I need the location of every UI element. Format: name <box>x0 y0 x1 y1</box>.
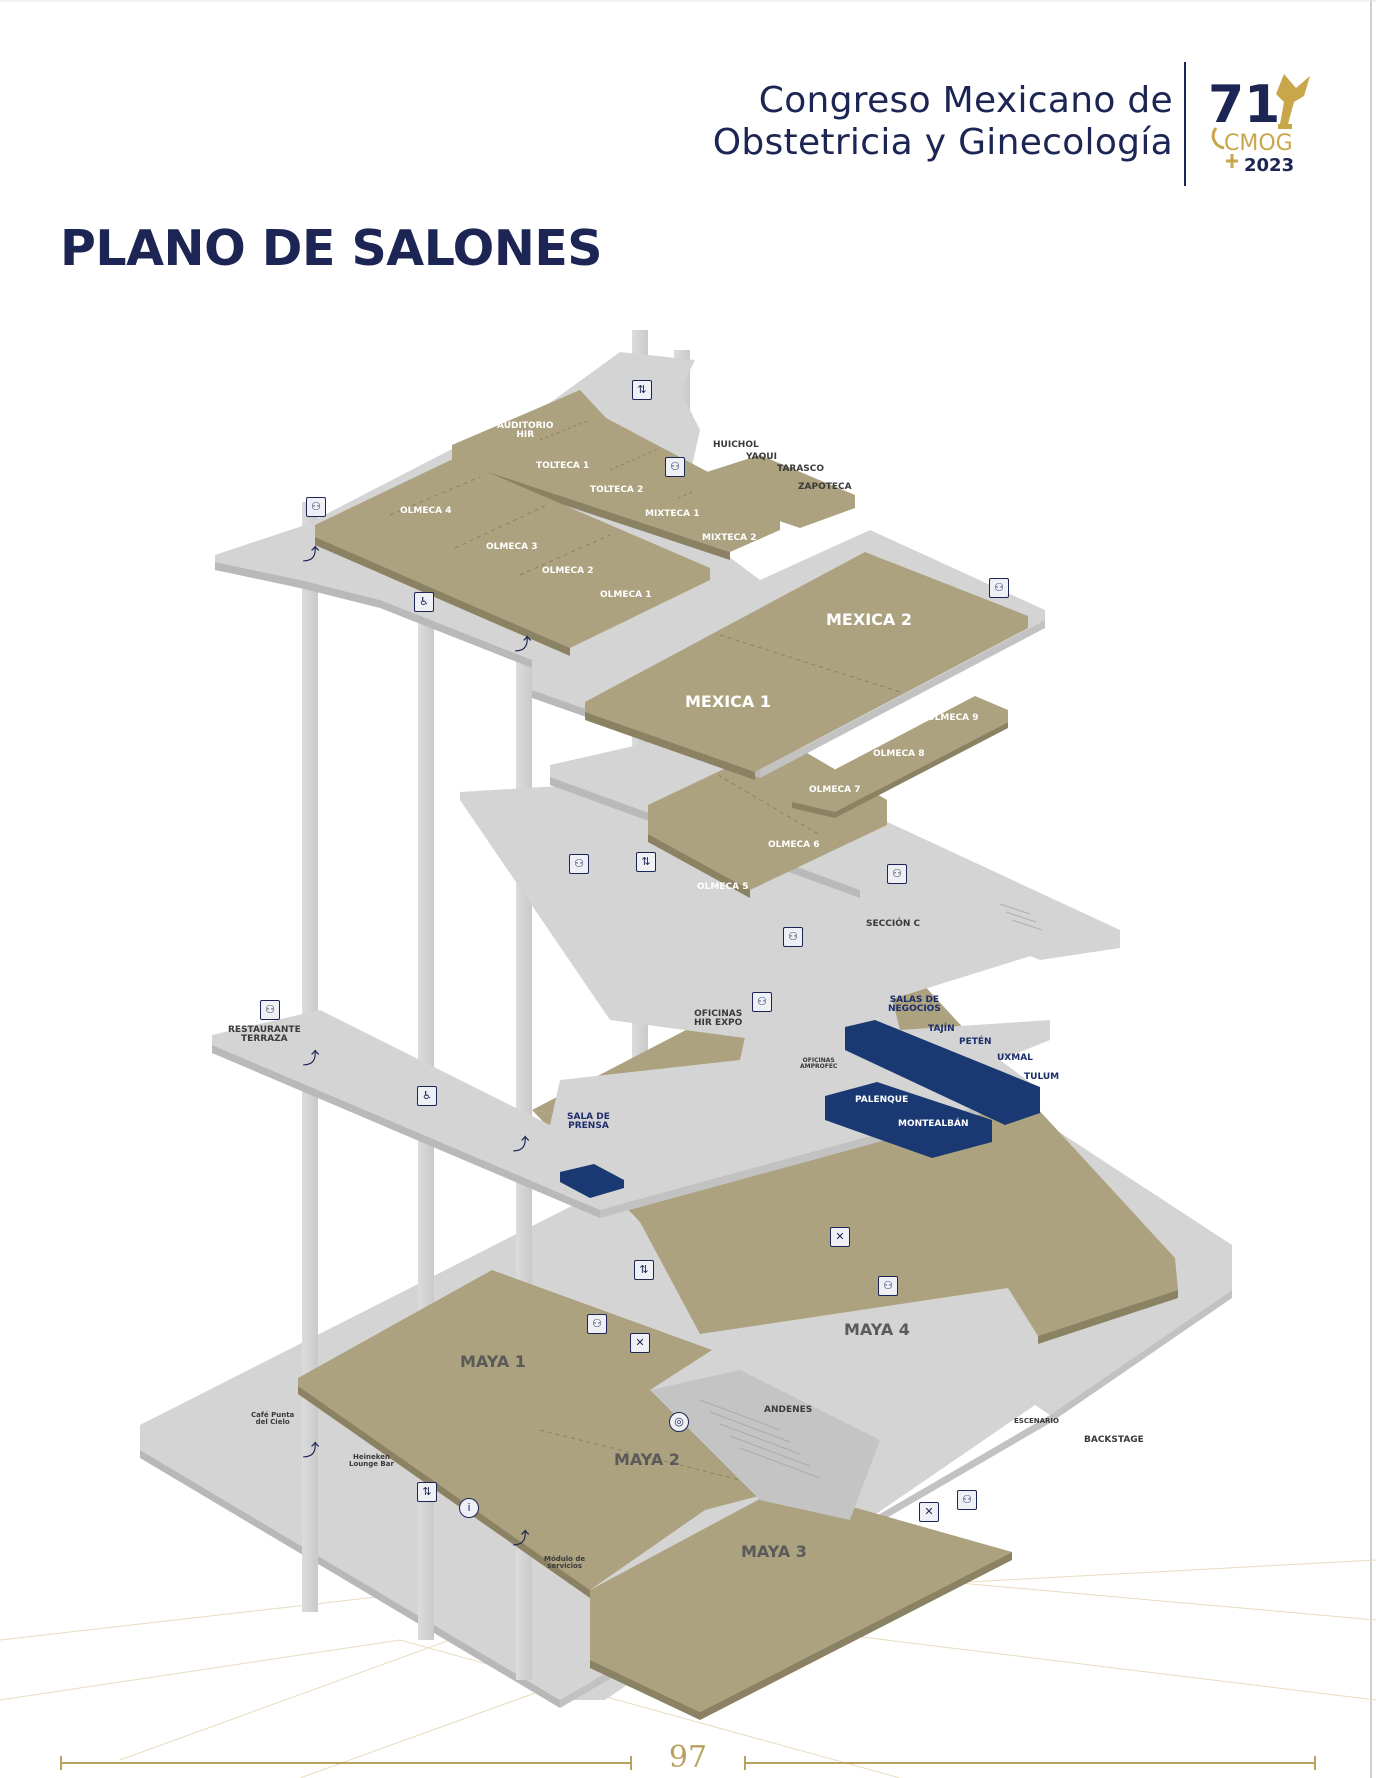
area-cafe-punta-del-cielo: Café Punta del Cielo <box>251 1411 295 1427</box>
area-escenario: ESCENARIO <box>1014 1417 1059 1425</box>
room-yaqui: YAQUI <box>746 452 777 462</box>
restroom-icon: ⚇ <box>989 578 1009 598</box>
page-title: PLANO DE SALONES <box>60 220 603 277</box>
escalator-icon: ⤴ <box>512 1529 530 1549</box>
info-icon: i <box>459 1498 479 1518</box>
room-olmeca-4: OLMECA 4 <box>400 506 452 516</box>
congress-name: Congreso Mexicano de Obstetricia y Ginec… <box>713 80 1173 164</box>
room-olmeca-9: OLMECA 9 <box>927 713 979 723</box>
room-tarasco: TARASCO <box>777 464 825 474</box>
footer-rule-cap <box>60 1756 62 1770</box>
escalator-icon: ⤴ <box>302 1049 320 1069</box>
room-maya-2: MAYA 2 <box>614 1450 680 1469</box>
restroom-icon: ⚇ <box>665 457 685 477</box>
room-tolteca-1: TOLTECA 1 <box>536 461 590 471</box>
room-olmeca-3: OLMECA 3 <box>486 542 538 552</box>
elevator-icon: ⇅ <box>632 380 652 400</box>
floor-plan-drawing <box>140 330 1232 1720</box>
area-backstage: BACKSTAGE <box>1084 1435 1144 1445</box>
area-oficinas-hir-expo: OFICINAS HIR EXPO <box>694 1009 743 1029</box>
header: Congreso Mexicano de Obstetricia y Ginec… <box>0 62 1376 192</box>
top-level-floor <box>215 352 1045 818</box>
area-seccion-c: SECCIÓN C <box>866 919 921 929</box>
room-zapoteca: ZAPOTECA <box>798 482 852 492</box>
room-huichol: HUICHOL <box>713 440 759 450</box>
room-maya-4: MAYA 4 <box>844 1320 910 1339</box>
angel-icon <box>1276 74 1310 129</box>
middle-level-floor <box>212 740 1120 1218</box>
logo-acronym: CMOG <box>1224 131 1293 156</box>
escalator-icon: ⤴ <box>302 1441 320 1461</box>
room-olmeca-8: OLMECA 8 <box>873 749 925 759</box>
accessible-restroom-icon: ♿ <box>414 592 434 612</box>
header-divider <box>1184 62 1186 186</box>
elevator-icon: ⇅ <box>417 1482 437 1502</box>
room-olmeca-6: OLMECA 6 <box>768 840 820 850</box>
room-auditorio-hir: AUDITORIO HIR <box>497 421 554 441</box>
restroom-icon: ⚇ <box>306 497 326 517</box>
room-olmeca-5: OLMECA 5 <box>697 882 749 892</box>
room-maya-3: MAYA 3 <box>741 1542 807 1561</box>
room-mixteca-2: MIXTECA 2 <box>702 533 757 543</box>
room-montealban: MONTEALBÁN <box>898 1119 969 1129</box>
area-oficinas-amprofec: OFICINAS AMPROFEC <box>800 1057 838 1071</box>
room-uxmal: UXMAL <box>997 1053 1033 1063</box>
area-andenes: ANDENES <box>764 1405 813 1415</box>
room-maya-1: MAYA 1 <box>460 1352 526 1371</box>
room-tajin: TAJÍN <box>928 1024 955 1034</box>
cmog-logo: 71 CMOG 2023 <box>1208 74 1310 176</box>
footer-rule-cap <box>744 1756 746 1770</box>
logo-year: 2023 <box>1244 155 1294 176</box>
elevator-icon: ⇅ <box>636 852 656 872</box>
food-icon: ✕ <box>919 1502 939 1522</box>
stairs-icon: ◎ <box>669 1412 689 1432</box>
footer-rule-left <box>60 1762 632 1764</box>
restroom-icon: ⚇ <box>783 927 803 947</box>
room-peten: PETÉN <box>959 1037 992 1047</box>
footer-rule-cap <box>1314 1756 1316 1770</box>
escalator-icon: ⤴ <box>302 545 320 565</box>
room-mexica-1: MEXICA 1 <box>685 692 771 711</box>
room-olmeca-7: OLMECA 7 <box>809 785 861 795</box>
restroom-icon: ⚇ <box>260 1000 280 1020</box>
room-palenque: PALENQUE <box>855 1095 909 1105</box>
logo-number: 71 <box>1208 75 1280 135</box>
room-mexica-2: MEXICA 2 <box>826 610 912 629</box>
press-room: SALA DE PRENSA <box>567 1112 610 1132</box>
food-icon: ✕ <box>630 1333 650 1353</box>
restroom-icon: ⚇ <box>887 864 907 884</box>
restroom-icon: ⚇ <box>587 1314 607 1334</box>
page-number: 97 <box>668 1740 708 1775</box>
business-rooms-heading: SALAS DE NEGOCIOS <box>888 995 941 1015</box>
room-mixteca-1: MIXTECA 1 <box>645 509 700 519</box>
food-icon: ✕ <box>830 1227 850 1247</box>
restroom-icon: ⚇ <box>569 854 589 874</box>
room-olmeca-2: OLMECA 2 <box>542 566 594 576</box>
footer-rule-right <box>744 1762 1316 1764</box>
escalator-icon: ⤴ <box>514 635 532 655</box>
congress-name-line-2: Obstetricia y Ginecología <box>712 122 1173 163</box>
area-modulo-de-servicios: Módulo de servicios <box>544 1555 586 1571</box>
congress-name-line-1: Congreso Mexicano de <box>758 80 1173 121</box>
footer: 97 <box>0 1730 1376 1778</box>
room-olmeca-1: OLMECA 1 <box>600 590 652 600</box>
restroom-icon: ⚇ <box>752 992 772 1012</box>
room-tulum: TULUM <box>1024 1072 1060 1082</box>
escalator-icon: ⤴ <box>512 1135 530 1155</box>
footer-rule-cap <box>630 1756 632 1770</box>
restroom-icon: ⚇ <box>878 1276 898 1296</box>
area-heineken-lounge-bar: Heineken Lounge Bar <box>349 1453 394 1469</box>
elevator-icon: ⇅ <box>634 1260 654 1280</box>
area-restaurante-terraza: RESTAURANTE TERRAZA <box>228 1025 301 1045</box>
room-tolteca-2: TOLTECA 2 <box>590 485 644 495</box>
floor-plan: AUDITORIO HIR TOLTECA 1 TOLTECA 2 MIXTEC… <box>0 330 1376 1730</box>
restroom-icon: ⚇ <box>957 1490 977 1510</box>
accessible-restroom-icon: ♿ <box>417 1086 437 1106</box>
